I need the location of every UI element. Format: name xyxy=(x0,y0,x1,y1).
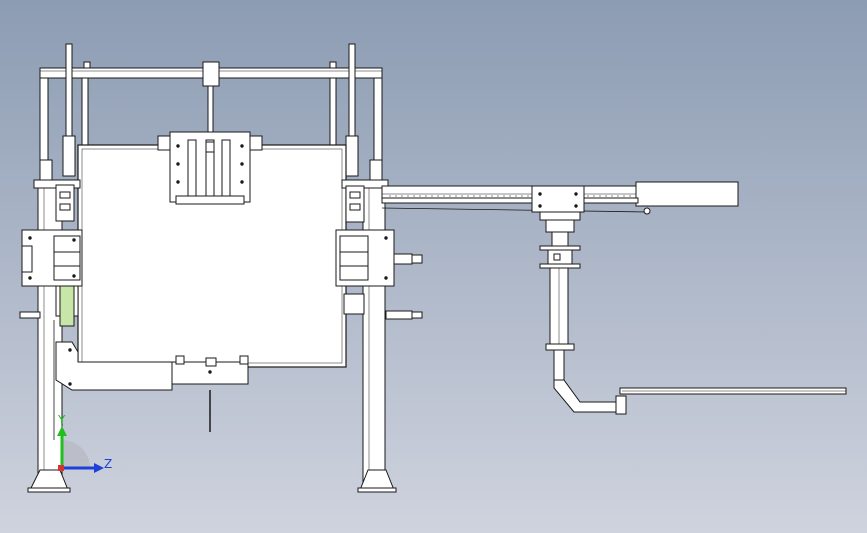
carriage-arm xyxy=(531,185,847,415)
rail-ticks xyxy=(389,195,631,197)
lower-bracket-arm xyxy=(53,320,249,440)
top-clamp-block xyxy=(157,131,263,205)
right-cylinder xyxy=(345,43,359,177)
z-axis-label: Z xyxy=(104,457,113,471)
left-clamp-assembly xyxy=(19,184,83,327)
left-cylinder xyxy=(62,43,76,177)
right-clamp-assembly xyxy=(335,185,423,320)
coordinate-triad xyxy=(57,426,104,473)
y-axis-label: Y xyxy=(58,413,66,427)
